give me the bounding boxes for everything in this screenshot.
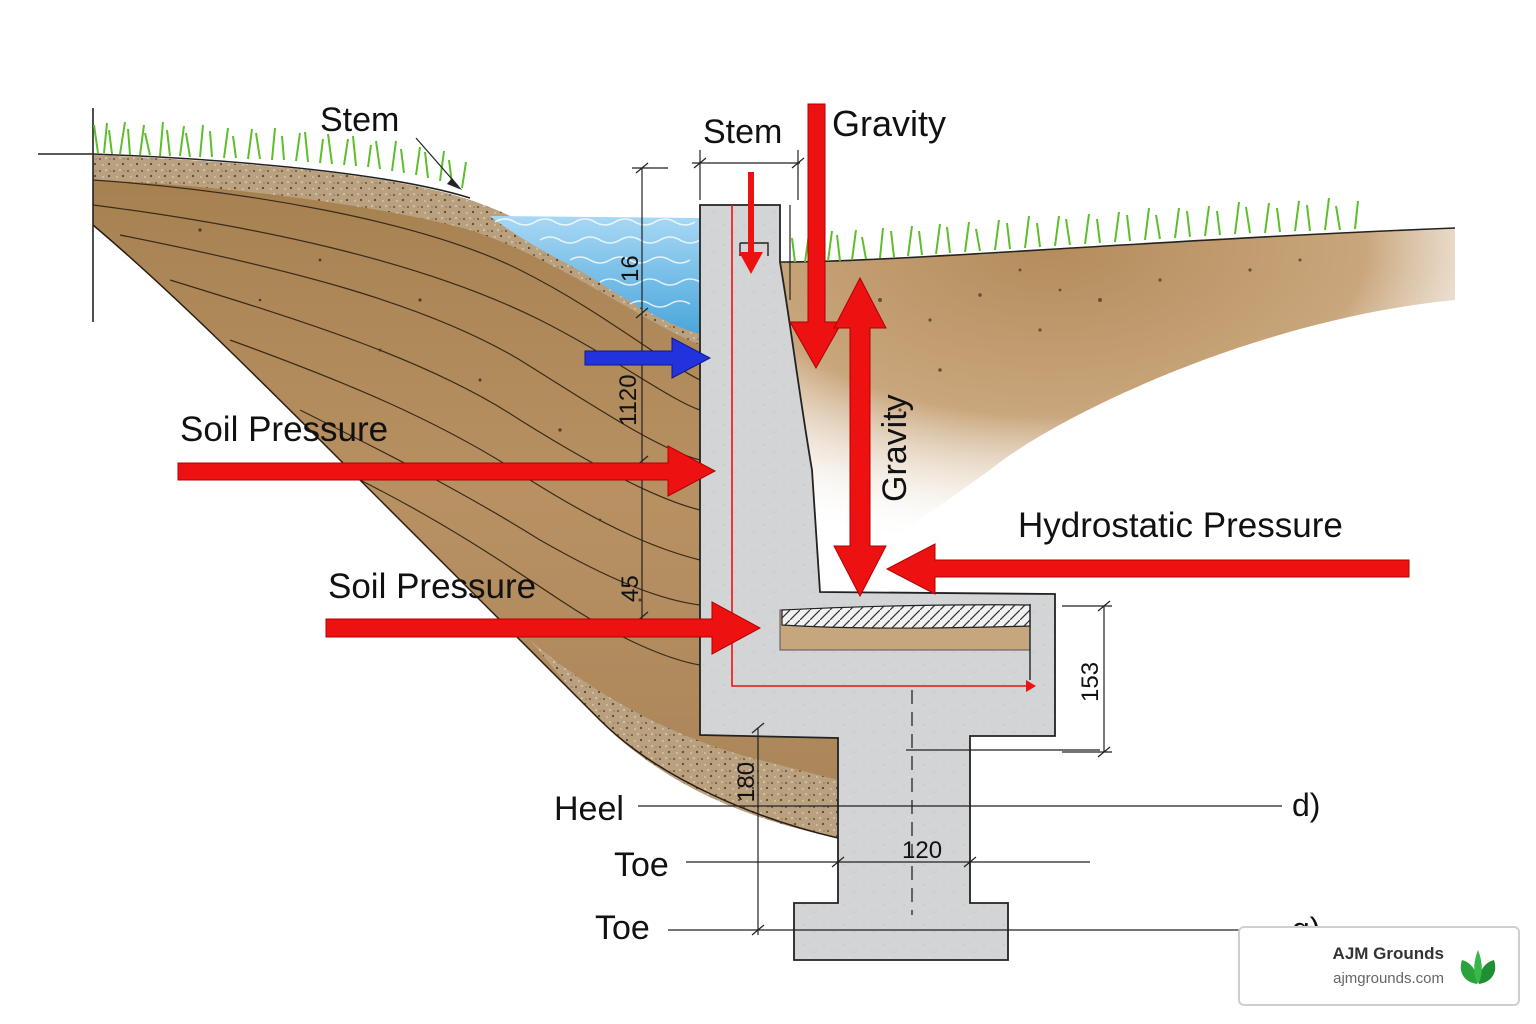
section-marker-d: d) [1292,787,1320,823]
ground-line-left [38,108,471,322]
stem-gravity-arrow-small [739,172,763,274]
brand-name: AJM Grounds [1332,944,1444,963]
grass-left [93,121,467,189]
soil-pressure-arrow-lower [325,601,762,655]
stem-label-top: Stem [703,113,782,151]
stem-label-left: Stem [320,101,399,139]
retained-water [490,216,701,334]
heel-label: Heel [554,790,624,828]
hydrostatic-pressure-label: Hydrostatic Pressure [1018,506,1343,545]
dimension-16: 16 [617,255,644,282]
hydrostatic-pressure-arrow [885,543,1410,595]
gravity-label-top: Gravity [832,103,946,144]
brand-badge[interactable]: AJM Grounds ajmgrounds.com [1238,926,1520,1006]
brand-url: ajmgrounds.com [1333,970,1444,987]
right-soil [779,227,1456,590]
gravity-arrow-top [789,103,843,370]
dimension-lines [415,137,1282,936]
gravity-label-vertical: Gravity [876,394,914,502]
grass-right [791,197,1359,263]
soil-pressure-arrow-upper [177,445,717,497]
water-pressure-arrow [584,337,712,379]
retaining-wall [699,204,1056,961]
toe-label-lower: Toe [595,909,650,947]
left-soil [92,155,839,839]
dimension-1120: 1120 [615,374,642,426]
dimension-180: 180 [733,762,760,802]
dimension-153: 153 [1077,662,1104,702]
leaf-icon [1460,950,1496,984]
dimension-45: 45 [617,575,644,602]
toe-label-upper: Toe [614,846,669,884]
dimension-120: 120 [902,837,942,864]
soil-pressure-label-lower: Soil Pressure [328,567,536,606]
soil-pressure-label-upper: Soil Pressure [180,410,388,449]
gravity-arrow-double [833,276,887,598]
